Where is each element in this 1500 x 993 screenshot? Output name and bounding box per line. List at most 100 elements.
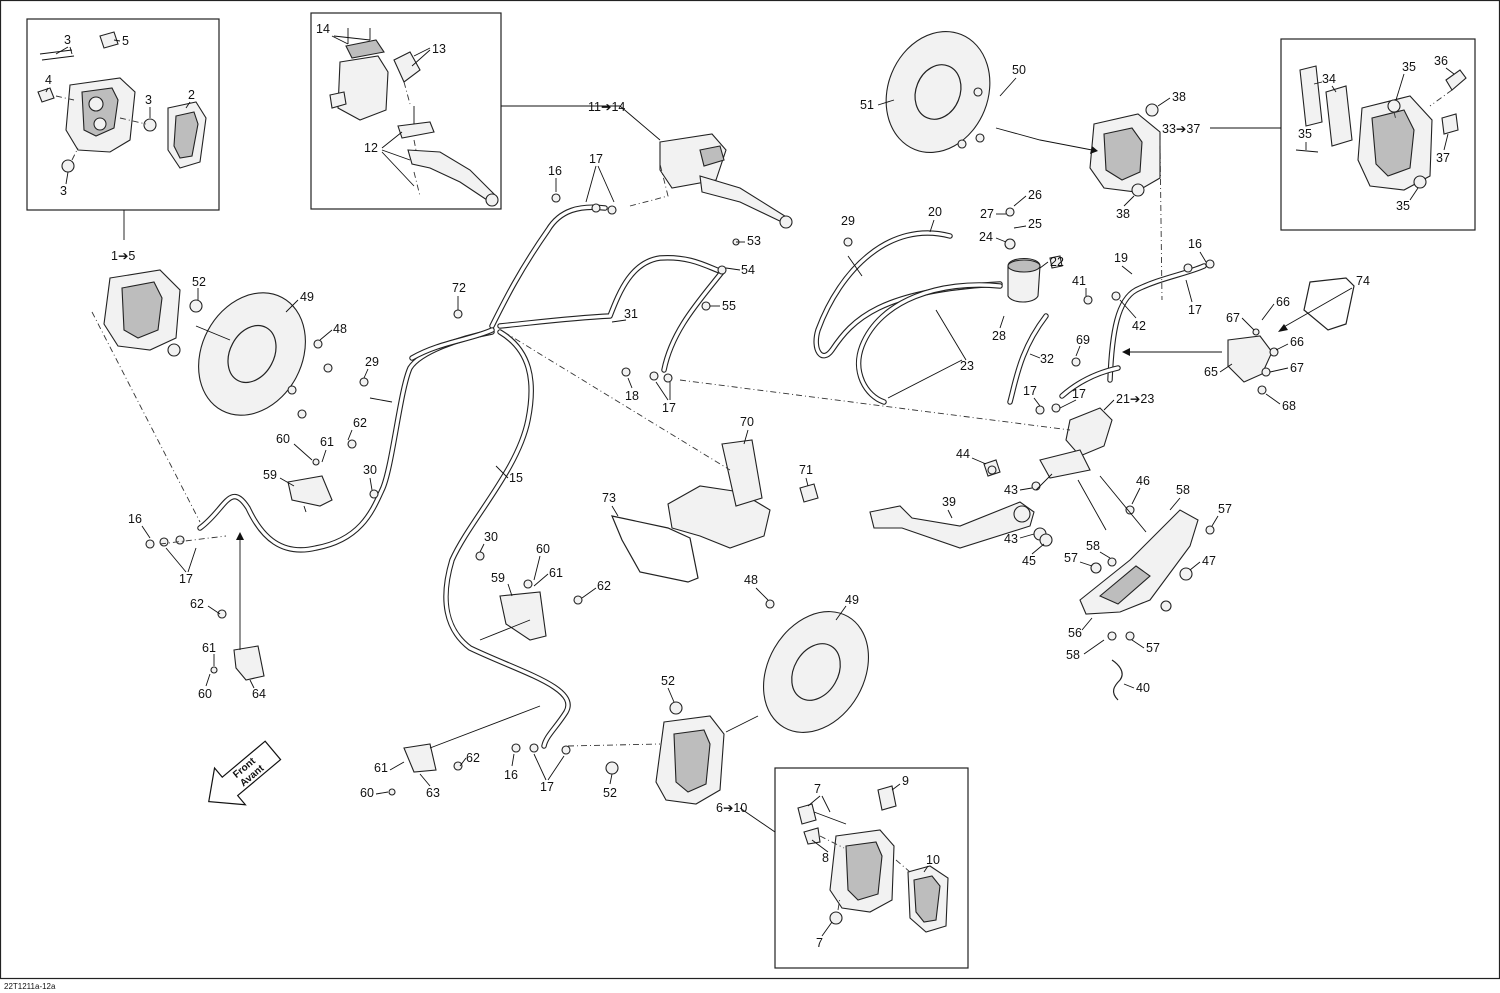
callout-19: 19 [1114,251,1128,265]
callout-62: 62 [597,579,611,593]
callout-46: 46 [1136,474,1150,488]
callout-36: 36 [1434,54,1448,68]
callout-24: 24 [979,230,993,244]
callout-69: 69 [1076,333,1090,347]
callout-67: 67 [1226,311,1240,325]
assembly-arrows [195,127,1353,749]
callout-3: 3 [64,33,71,47]
callout-28: 28 [992,329,1006,343]
callout-42: 42 [1132,319,1146,333]
callout-30: 30 [484,530,498,544]
front-right-brake-disc [762,611,870,733]
inset-rear-caliper-callouts: 34 35 36 35 37 35 [1298,54,1455,213]
callout-54: 54 [741,263,755,277]
callout-52: 52 [192,275,206,289]
front-direction-arrow: Front Avant [208,740,282,806]
callout-57: 57 [1064,551,1078,565]
callout-59: 59 [491,571,505,585]
callout-41: 41 [1072,274,1086,288]
callout-22: 22 [1050,255,1064,269]
callout-2: 2 [188,88,195,102]
inset-master-cylinder-callouts: 14 13 12 [316,22,446,187]
callout-60: 60 [360,786,374,800]
callout-52: 52 [661,674,675,688]
callout-17: 17 [540,780,554,794]
callout-38: 38 [1116,207,1130,221]
inset-rear-caliper-parts [1295,65,1467,191]
callout-17: 17 [1188,303,1202,317]
callout-29: 29 [365,355,379,369]
brake-hoses [197,204,1207,749]
callout-49: 49 [300,290,314,304]
callout-16: 16 [1188,237,1202,251]
callout-51: 51 [860,98,874,112]
callout-65: 65 [1204,365,1218,379]
callout-63: 63 [426,786,440,800]
inset-frame-front-caliper-left [26,18,220,211]
callout-5: 5 [122,34,129,48]
front-left-caliper [103,269,203,357]
callout-73: 73 [602,491,616,505]
rear-master-cylinder [1039,407,1113,479]
callout-57: 57 [1218,502,1232,516]
callout-43: 43 [1004,483,1018,497]
abs-module-bracket [611,439,819,583]
inset-frame-front-caliper-right [774,767,969,969]
callout-66: 66 [1276,295,1290,309]
callout-53: 53 [747,234,761,248]
callout-9: 9 [902,774,909,788]
callout-58: 58 [1066,648,1080,662]
callout-43: 43 [1004,532,1018,546]
callout-11-14: 11➔14 [588,100,625,114]
main-callouts: 1➔5 52 49 48 29 72 62 60 61 59 30 16 17 … [111,63,1370,815]
callout-60: 60 [198,687,212,701]
callout-39: 39 [942,495,956,509]
callout-37: 37 [1436,151,1450,165]
brake-pedal [869,459,1053,549]
callout-49: 49 [845,593,859,607]
callout-59: 59 [263,468,277,482]
callout-57: 57 [1146,641,1160,655]
callout-20: 20 [928,205,942,219]
callout-68: 68 [1282,399,1296,413]
callout-31: 31 [624,307,638,321]
callout-23: 23 [960,359,974,373]
rear-caliper [1089,103,1161,197]
callout-61: 61 [320,435,334,449]
callout-35: 35 [1298,127,1312,141]
reservoir [1004,207,1063,303]
callout-27: 27 [980,207,994,221]
callout-58: 58 [1176,483,1190,497]
callout-17: 17 [1072,387,1086,401]
assembly-centerlines [91,139,1163,747]
callout-50: 50 [1012,63,1026,77]
callout-35: 35 [1402,60,1416,74]
callout-71: 71 [799,463,813,477]
callout-60: 60 [276,432,290,446]
inset-front-left-caliper-parts [37,31,207,173]
callout-61: 61 [202,641,216,655]
callout-10: 10 [926,853,940,867]
callout-48: 48 [333,322,347,336]
callout-58: 58 [1086,539,1100,553]
rear-brake-disc [885,30,991,154]
callout-61: 61 [374,761,388,775]
callout-13: 13 [432,42,446,56]
callout-30: 30 [363,463,377,477]
wheel-speed-sensors [233,475,547,773]
callout-14: 14 [316,22,330,36]
callout-33-37: 33➔37 [1162,122,1200,136]
callout-55: 55 [722,299,736,313]
callout-60: 60 [536,542,550,556]
callout-17: 17 [179,572,193,586]
callout-17: 17 [1023,384,1037,398]
callout-61: 61 [549,566,563,580]
callout-38: 38 [1172,90,1186,104]
callout-29: 29 [841,214,855,228]
hardware-fasteners [145,87,1279,796]
callout-18: 18 [625,389,639,403]
callout-7: 7 [814,782,821,796]
callout-52: 52 [603,786,617,800]
callout-74: 74 [1356,274,1370,288]
